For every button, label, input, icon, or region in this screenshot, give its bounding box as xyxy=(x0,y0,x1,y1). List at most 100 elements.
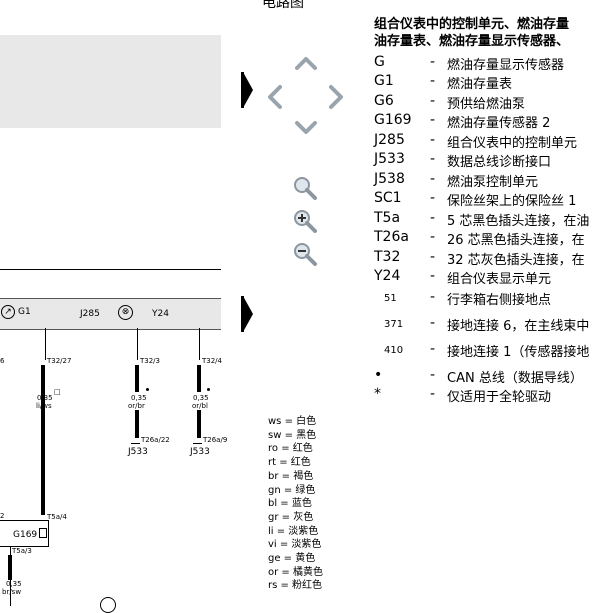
legend-code: * xyxy=(374,386,381,402)
legend-code: G1 xyxy=(374,73,394,89)
legend-desc: CAN 总线（数据导线） xyxy=(447,371,583,386)
wire-1-top xyxy=(45,328,46,360)
wire-3-upper xyxy=(197,365,201,392)
legend-code: Y24 xyxy=(374,268,401,284)
wire-2-color: or/br xyxy=(128,402,145,410)
legend-dash: - xyxy=(430,341,436,357)
color-entry: bl = 蓝色 xyxy=(268,498,312,510)
color-entry: ro = 红色 xyxy=(268,443,313,455)
wire-2-size: 0,35 xyxy=(131,394,147,402)
legend-dash: - xyxy=(430,386,436,402)
wire-3-color: or/bl xyxy=(192,402,208,410)
legend-dash: - xyxy=(430,190,436,206)
color-entry: rt = 红色 xyxy=(268,457,311,469)
diagram-divider xyxy=(0,269,221,270)
legend-dash: - xyxy=(430,289,436,305)
pan-left-icon[interactable] xyxy=(266,84,284,110)
wire-4 xyxy=(8,555,12,580)
display-y24-icon: ⊗ xyxy=(118,305,133,320)
legend-code: J285 xyxy=(374,132,405,148)
terminal-t32-27: T32/27 xyxy=(47,357,72,365)
diagram-top-panel xyxy=(0,35,221,128)
zoom-out-icon[interactable] xyxy=(292,241,318,267)
sensor-g169-symbol xyxy=(39,528,47,538)
legend-code: • xyxy=(374,367,383,383)
wire-2-upper xyxy=(135,365,139,392)
legend-dash: - xyxy=(430,112,436,128)
legend-dash: - xyxy=(430,151,436,167)
legend-code: T32 xyxy=(374,249,401,265)
edge-label-2: 2 xyxy=(0,512,5,520)
wire-1-size: 0,35 xyxy=(37,394,53,402)
ground-symbol xyxy=(100,597,116,613)
gauge-g1-icon: ↗ xyxy=(1,305,15,319)
terminal-t32-4: T32/4 xyxy=(202,357,222,365)
legend-desc: 燃油存量表 xyxy=(447,77,513,92)
page-title-fragment: 电路图 xyxy=(262,0,304,11)
legend-desc: 保险丝架上的保险丝 1 xyxy=(447,194,577,209)
legend-desc: 接地连接 6，在主线束中 xyxy=(447,319,590,334)
terminal-t26a-9: T26a/9 xyxy=(203,436,228,444)
legend-desc: 仅适用于全轮驱动 xyxy=(447,390,552,405)
component-j285-label: J285 xyxy=(80,309,100,319)
magnifier-icon[interactable] xyxy=(292,175,318,201)
legend-code: G169 xyxy=(374,112,412,128)
wire-color-legend: ws = 白色 sw = 黑色 ro = 红色 rt = 红色 br = 褐色 … xyxy=(268,415,323,593)
wire-4-size: 0,35 xyxy=(6,580,22,588)
legend-dash: - xyxy=(430,315,436,331)
legend-desc: 32 芯灰色插头连接，在 xyxy=(447,253,585,268)
color-entry: vi = 淡紫色 xyxy=(268,539,322,551)
can-bus-dot-2 xyxy=(207,388,210,391)
legend-desc: 26 芯黑色插头连接，在 xyxy=(447,233,585,248)
legend-dash: - xyxy=(430,229,436,245)
color-entry: or = 橘黄色 xyxy=(268,566,323,578)
legend-code: 371 xyxy=(384,319,404,330)
wire-1 xyxy=(41,365,45,515)
connector-j533-a: J533 xyxy=(128,447,148,457)
pan-down-icon[interactable] xyxy=(294,120,318,136)
legend-desc: 组合仪表显示单元 xyxy=(447,272,552,287)
wire-3-lower xyxy=(197,410,201,438)
instrument-panel-box xyxy=(0,298,221,330)
legend-desc: 接地连接 1（传感器接地 xyxy=(447,345,590,360)
legend-dash: - xyxy=(430,93,436,109)
legend-dash: - xyxy=(430,210,436,226)
sensor-g169-box xyxy=(0,520,49,547)
connector-j533-b: J533 xyxy=(190,447,210,457)
section-marker-2-icon xyxy=(241,296,253,332)
color-entry: ws = 白色 xyxy=(268,416,317,427)
legend-dash: - xyxy=(430,73,436,89)
color-entry: br = 褐色 xyxy=(268,470,314,482)
pan-up-icon[interactable] xyxy=(294,55,318,71)
wire-2-top xyxy=(137,328,138,360)
pan-right-icon[interactable] xyxy=(327,84,345,110)
legend-desc: 燃油泵控制单元 xyxy=(447,175,539,190)
component-g1-label: G1 xyxy=(18,307,31,317)
color-entry: li = 淡紫色 xyxy=(268,525,319,537)
legend-code: G6 xyxy=(374,93,394,109)
legend-dash: - xyxy=(430,367,436,383)
wire-2-lower xyxy=(135,410,139,438)
legend-dash: - xyxy=(430,249,436,265)
legend-desc: 数据总线诊断接口 xyxy=(447,155,552,170)
legend-desc: 燃油存量传感器 2 xyxy=(447,116,551,131)
zoom-in-icon[interactable] xyxy=(292,208,318,234)
legend-dash: - xyxy=(430,171,436,187)
legend-desc: 组合仪表中的控制单元 xyxy=(447,136,578,151)
wire-4-color: br/sw xyxy=(2,588,22,596)
legend-code: J533 xyxy=(374,151,405,167)
legend-title-line-2: 油存量表、燃油存量显示传感器、 xyxy=(374,34,570,49)
legend-dash: - xyxy=(430,54,436,70)
legend-code: SC1 xyxy=(374,190,402,206)
color-entry: gn = 绿色 xyxy=(268,484,316,496)
legend-code: 51 xyxy=(384,293,397,304)
legend-dash: - xyxy=(430,132,436,148)
legend-code: T26a xyxy=(374,229,409,245)
edge-label-6: 6 xyxy=(0,357,5,365)
color-entry: gr = 灰色 xyxy=(268,511,314,523)
legend-code: G xyxy=(374,54,385,70)
legend-desc: 预供给燃油泵 xyxy=(447,97,526,112)
terminal-t5a-3: T5a/3 xyxy=(12,547,32,555)
legend-desc: 5 芯黑色插头连接，在油 xyxy=(447,214,590,229)
color-entry: rs = 粉红色 xyxy=(268,580,323,592)
